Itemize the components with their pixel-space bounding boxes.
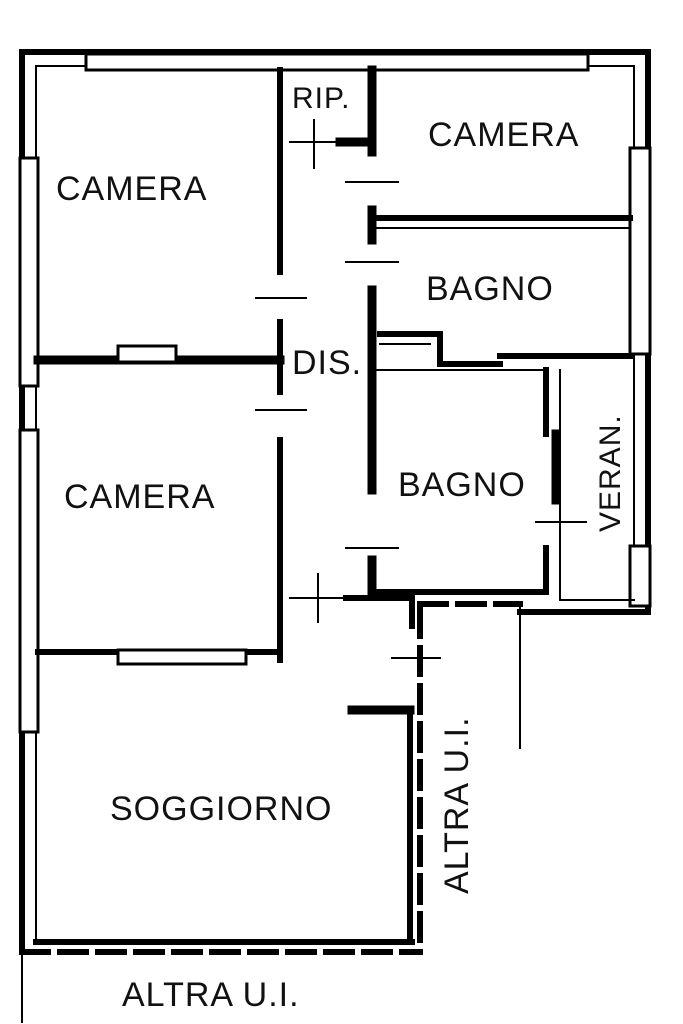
room-label-camera-top-right: CAMERA xyxy=(428,116,579,154)
neighbor-label-bottom: ALTRA U.I. xyxy=(122,976,300,1014)
outer-walls xyxy=(18,49,652,1023)
dashed-boundaries xyxy=(19,601,523,955)
door-markers xyxy=(255,119,587,659)
room-label-veran: VERAN. xyxy=(594,414,627,532)
room-label-soggiorno: SOGGIORNO xyxy=(110,790,332,828)
neighbor-label-right: ALTRA U.I. xyxy=(438,716,476,894)
room-label-bagno-lower: BAGNO xyxy=(398,466,526,504)
interior-walls xyxy=(33,65,651,945)
room-label-dis: DIS. xyxy=(292,344,362,382)
room-label-rip: RIP. xyxy=(292,82,350,115)
room-label-camera-mid-left: CAMERA xyxy=(64,478,215,516)
room-label-camera-top-left: CAMERA xyxy=(56,170,207,208)
room-label-bagno-upper: BAGNO xyxy=(426,270,554,308)
